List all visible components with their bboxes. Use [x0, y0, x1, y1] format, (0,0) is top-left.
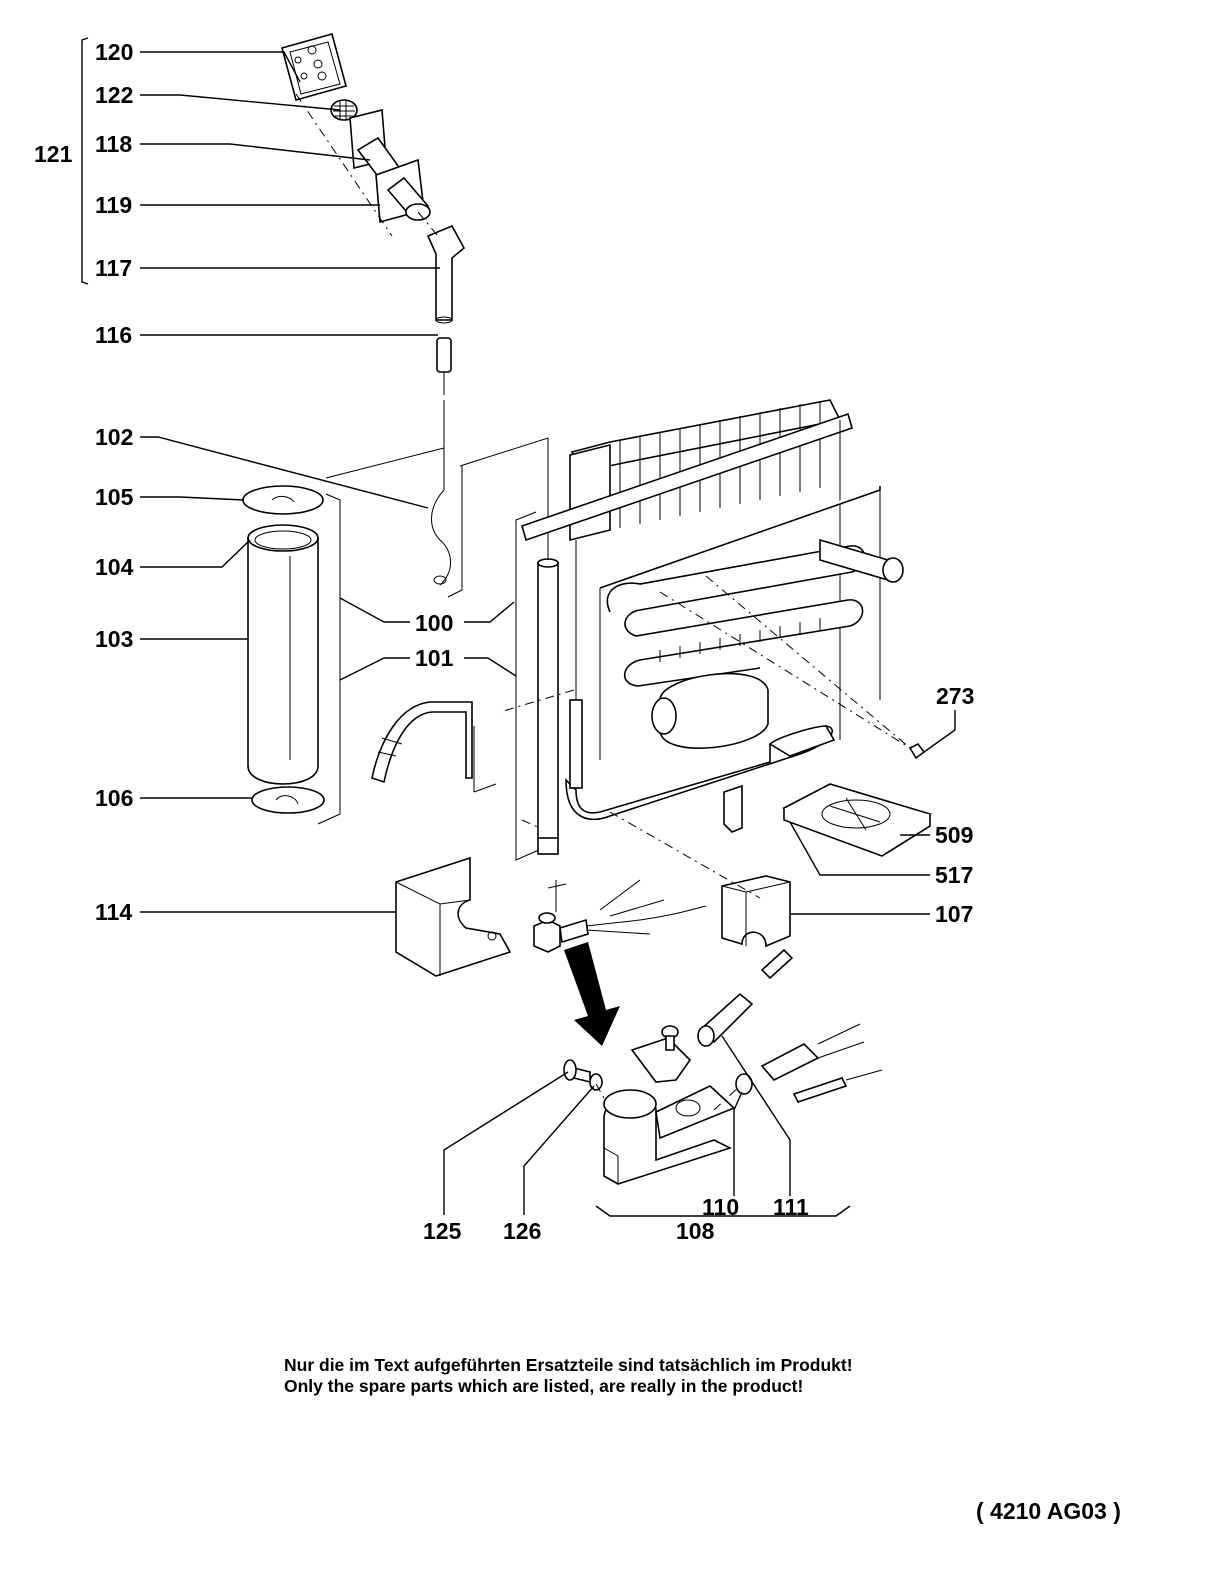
- group-100-bracket: [317, 437, 549, 861]
- label-517: 517: [935, 862, 973, 888]
- leader-lines: [81, 37, 956, 1217]
- label-126: 126: [503, 1218, 541, 1244]
- part-screw-top: [661, 1025, 679, 1051]
- part-114-heat-shield: [395, 856, 512, 977]
- label-273: 273: [936, 683, 974, 709]
- label-104: 104: [95, 554, 134, 580]
- label-114: 114: [95, 899, 132, 925]
- part-105-top-disc: [242, 485, 324, 515]
- part-273-cap: [908, 742, 926, 760]
- part-thermocouple: [760, 1023, 883, 1103]
- part-107-burner-cover: [721, 875, 791, 948]
- part-108-burner-assembly: [603, 1037, 736, 1185]
- label-107: 107: [935, 901, 973, 927]
- part-116-baffle: [431, 337, 452, 586]
- spare-parts-note: Nur die im Text aufgeführten Ersatzteile…: [284, 1355, 853, 1397]
- label-106: 106: [95, 785, 133, 811]
- part-103-104-cylinder: [247, 524, 319, 785]
- label-101: 101: [415, 645, 454, 671]
- label-102: 102: [95, 424, 133, 450]
- part-labels: 120 122 121 118 119 117 116 102 105 104 …: [34, 39, 974, 1244]
- part-burner-tube: [537, 558, 559, 855]
- part-126-washer: [589, 1073, 603, 1091]
- label-121: 121: [34, 141, 73, 167]
- part-125-screw: [563, 1059, 591, 1084]
- label-111: 111: [773, 1194, 809, 1220]
- note-german: Nur die im Text aufgeführten Ersatzteile…: [284, 1355, 853, 1375]
- part-101-curved-tube: [371, 701, 473, 784]
- label-116: 116: [95, 322, 132, 348]
- label-119: 119: [95, 192, 132, 218]
- part-burner-small: [533, 879, 707, 953]
- part-509-fan: [781, 783, 932, 857]
- label-125: 125: [423, 1218, 462, 1244]
- label-108: 108: [676, 1218, 715, 1244]
- part-122-mesh-disc: [330, 99, 358, 121]
- label-105: 105: [95, 484, 134, 510]
- label-103: 103: [95, 626, 133, 652]
- part-111-nozzle: [697, 948, 794, 1047]
- part-120-vent-cover: [281, 33, 347, 101]
- part-cooling-unit: [521, 399, 904, 833]
- part-110-washer: [735, 1073, 753, 1095]
- label-120: 120: [95, 39, 133, 65]
- direction-arrow: [564, 942, 620, 1046]
- label-117: 117: [95, 255, 132, 281]
- label-110: 110: [702, 1194, 739, 1220]
- label-509: 509: [935, 822, 973, 848]
- note-english: Only the spare parts which are listed, a…: [284, 1376, 804, 1396]
- label-122: 122: [95, 82, 133, 108]
- label-118: 118: [95, 131, 132, 157]
- part-117-elbow-tube: [426, 224, 466, 324]
- alignment-lines: [295, 93, 911, 1111]
- drawing-code: ( 4210 AG03 ): [976, 1498, 1121, 1524]
- part-106-bottom-disc: [251, 786, 325, 814]
- label-100: 100: [415, 610, 453, 636]
